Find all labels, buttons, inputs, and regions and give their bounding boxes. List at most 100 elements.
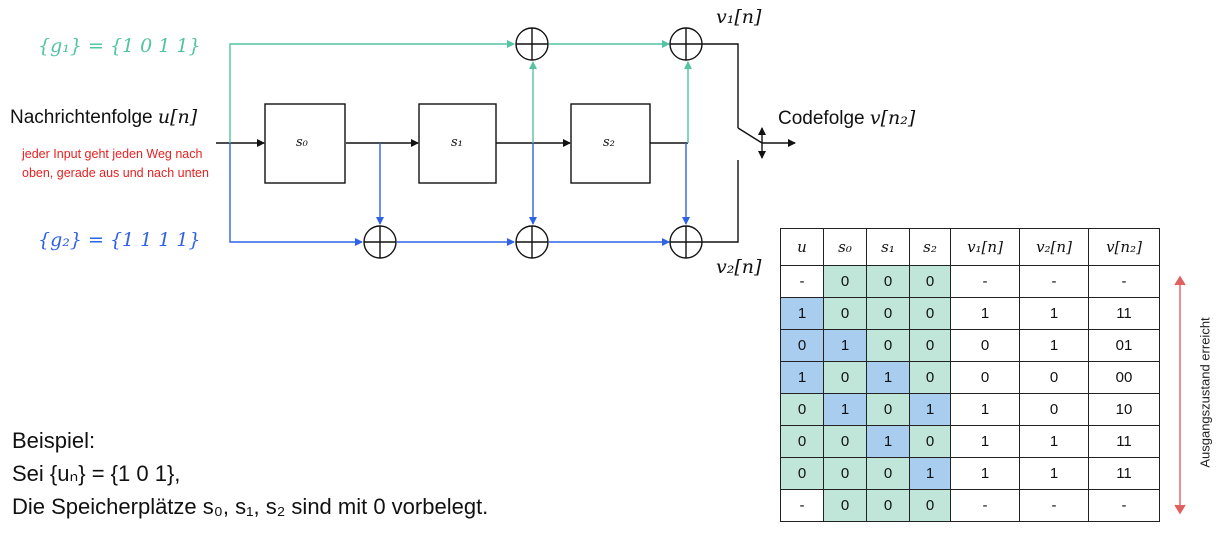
table-cell: 01	[1088, 329, 1160, 362]
table-cell: 0	[866, 297, 910, 330]
table-cell: -	[780, 265, 824, 298]
output-switch	[702, 43, 796, 243]
table-cell: 0	[823, 425, 867, 458]
adder-top-1	[515, 27, 549, 61]
table-cell: -	[1019, 265, 1089, 298]
g2-label: {g₂} = {1 1 1 1}	[38, 229, 201, 251]
register-s1-label: s₁	[451, 135, 463, 150]
col-header-v1: v₁[n]	[950, 228, 1020, 266]
table-cell: 0	[909, 361, 951, 394]
example-title: Beispiel:	[12, 428, 96, 453]
table-cell: 1	[823, 393, 867, 426]
table-cell: 0	[780, 457, 824, 490]
table-cell: 0	[780, 425, 824, 458]
table-cell: 11	[1088, 425, 1160, 458]
table-cell: 1	[950, 297, 1020, 330]
table-cell: -	[950, 489, 1020, 522]
xor-adders	[363, 27, 703, 259]
table-cell: 1	[780, 361, 824, 394]
table-cell: 1	[1019, 297, 1089, 330]
register-s2-label: s₂	[603, 135, 615, 150]
table-cell: 0	[909, 425, 951, 458]
table-cell: 1	[950, 393, 1020, 426]
table-cell: -	[1088, 489, 1160, 522]
table-cell: 0	[866, 457, 910, 490]
table-cell: 0	[1019, 393, 1089, 426]
table-cell: -	[1019, 489, 1089, 522]
input-label-math: u[n]	[157, 106, 198, 128]
table-cell: 11	[1088, 297, 1160, 330]
table-cell: 0	[866, 489, 910, 522]
table-cell: 1	[909, 457, 951, 490]
register-box-s0	[264, 103, 346, 184]
table-cell: 0	[823, 265, 867, 298]
table-cell: 0	[866, 393, 910, 426]
code-label: Codefolge v[n₂]	[778, 107, 915, 130]
table-cell: -	[780, 489, 824, 522]
table-cell: 0	[909, 265, 951, 298]
state-reached-arrow	[1174, 275, 1186, 515]
table-cell: 0	[909, 297, 951, 330]
input-label: Nachrichtenfolge u[n]	[10, 106, 197, 129]
code-label-text: Codefolge	[778, 108, 870, 129]
table-cell: 1	[1019, 457, 1089, 490]
table-cell: 1	[823, 329, 867, 362]
col-header-v2: v₂[n]	[1019, 228, 1089, 266]
col-header-s1: s₁	[866, 228, 910, 266]
table-cell: 1	[866, 425, 910, 458]
output-v1-label: v₁[n]	[716, 6, 762, 28]
adder-bottom-3	[669, 225, 703, 259]
table-cell: 1	[866, 361, 910, 394]
table-cell: 00	[1088, 361, 1160, 394]
table-cell: 0	[823, 297, 867, 330]
g1-path	[229, 40, 692, 143]
col-header-v: v[n₂]	[1088, 228, 1160, 266]
table-cell: 1	[950, 457, 1020, 490]
table-cell: 0	[950, 361, 1020, 394]
example-sequence: Sei {uₙ} = {1 0 1},	[12, 461, 181, 486]
g2-path	[229, 143, 690, 246]
table-cell: 0	[909, 489, 951, 522]
col-header-u: u	[780, 228, 824, 266]
table-cell: 1	[909, 393, 951, 426]
table-cell: 0	[909, 329, 951, 362]
table-cell: 11	[1088, 457, 1160, 490]
table-cell: 0	[823, 489, 867, 522]
register-s0-label: s₀	[296, 135, 308, 150]
adder-bottom-1	[363, 225, 397, 259]
adder-top-2	[669, 27, 703, 61]
col-header-s0: s₀	[823, 228, 867, 266]
register-box-s1	[418, 103, 497, 184]
table-cell: 1	[780, 297, 824, 330]
table-cell: -	[950, 265, 1020, 298]
adder-bottom-2	[515, 225, 549, 259]
table-cell: 0	[780, 393, 824, 426]
table-cell: 1	[1019, 329, 1089, 362]
table-cell: 0	[866, 329, 910, 362]
table-cell: 1	[1019, 425, 1089, 458]
g1-label: {g₁} = {1 0 1 1}	[38, 35, 201, 57]
table-cell: 0	[866, 265, 910, 298]
input-label-text: Nachrichtenfolge	[10, 107, 158, 128]
code-label-math: v[n₂]	[869, 107, 916, 129]
output-v2-label: v₂[n]	[716, 256, 762, 278]
register-box-s2	[570, 103, 651, 184]
table-cell: 1	[950, 425, 1020, 458]
side-label: Ausgangszustand erreicht	[1197, 317, 1213, 468]
col-header-s2: s₂	[909, 228, 951, 266]
table-cell: -	[1088, 265, 1160, 298]
table-cell: 0	[823, 457, 867, 490]
table-cell: 0	[950, 329, 1020, 362]
table-cell: 0	[823, 361, 867, 394]
annotation-note: jeder Input geht jeden Weg nach oben, ge…	[22, 147, 209, 180]
